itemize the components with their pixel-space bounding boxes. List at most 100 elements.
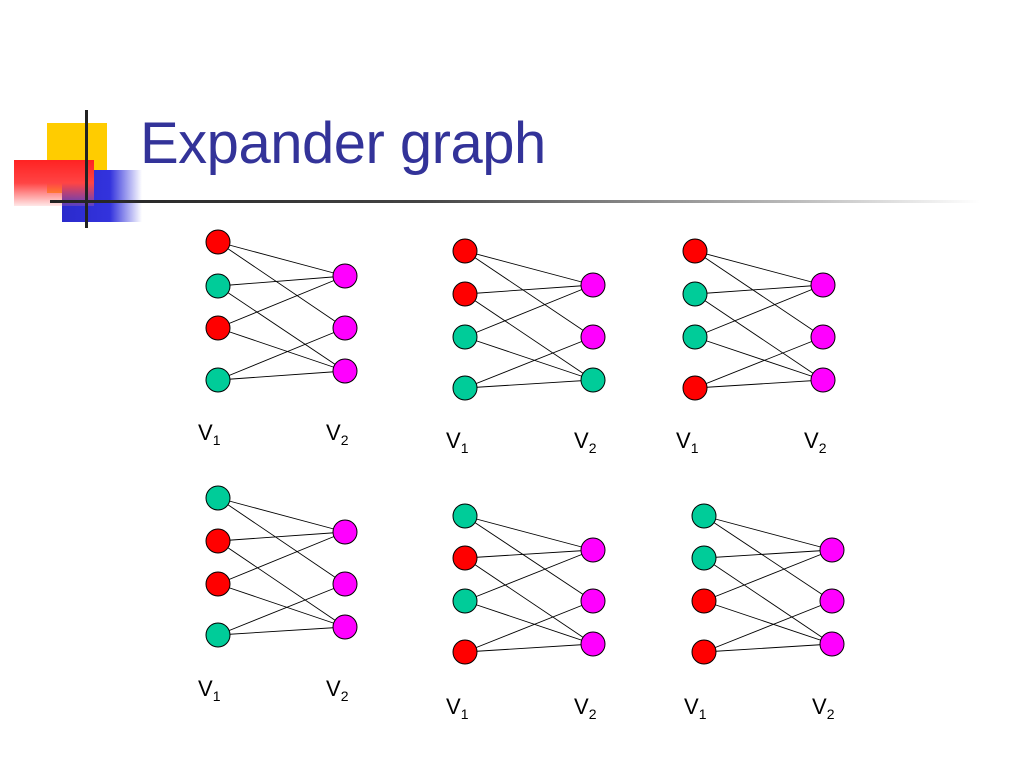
right-vertex-magenta <box>332 614 358 640</box>
left-vertex-green <box>205 485 231 511</box>
graph-edge <box>217 497 346 533</box>
left-set-subscript: 1 <box>460 440 469 456</box>
graph-edge <box>464 284 594 295</box>
graph-edge <box>464 250 594 338</box>
left-vertex-green <box>205 273 231 299</box>
bipartite-graph-4 <box>205 485 358 648</box>
graph-edge <box>464 515 594 602</box>
graph-edge <box>217 327 346 381</box>
decor-red-square <box>14 160 94 206</box>
right-set-label: V2 <box>574 428 596 456</box>
bipartite-graph-3 <box>682 238 836 401</box>
right-set-subscript: 2 <box>340 432 349 448</box>
graph-edge <box>703 643 833 653</box>
graph-edge <box>217 531 346 585</box>
graph-edge <box>217 370 346 381</box>
graph-edge <box>703 557 833 645</box>
right-set-subscript: 2 <box>588 706 597 722</box>
left-set-letter: V <box>446 428 461 453</box>
right-set-letter: V <box>812 694 827 719</box>
right-vertex-magenta <box>810 272 836 298</box>
right-set-subscript: 2 <box>340 688 349 704</box>
left-set-label: V1 <box>198 676 220 704</box>
left-set-letter: V <box>198 676 213 701</box>
left-vertex-red <box>205 229 231 255</box>
right-vertex-magenta <box>332 263 358 289</box>
right-set-label: V2 <box>326 420 348 448</box>
graph-edge <box>217 583 346 628</box>
graph-edge <box>464 549 594 602</box>
right-set-subscript: 2 <box>818 440 827 456</box>
right-vertex-magenta <box>580 588 606 614</box>
left-set-subscript: 1 <box>690 440 699 456</box>
graph-edge <box>703 549 833 559</box>
graph-edge <box>694 379 824 389</box>
left-set-letter: V <box>446 694 461 719</box>
bipartite-graph-5 <box>452 503 606 665</box>
left-vertex-red <box>452 639 478 665</box>
graph-edge <box>464 336 594 389</box>
right-vertex-magenta <box>580 537 606 563</box>
right-set-label: V2 <box>804 428 826 456</box>
graph-edge <box>703 515 833 551</box>
graph-edge <box>703 600 833 645</box>
page-title: Expander graph <box>140 111 546 176</box>
graph-edge <box>694 336 824 381</box>
graph-edge <box>217 275 346 287</box>
left-set-letter: V <box>676 428 691 453</box>
graph-edge <box>694 250 824 338</box>
left-vertex-green <box>205 622 231 648</box>
left-set-label: V1 <box>676 428 698 456</box>
right-vertex-magenta <box>580 631 606 657</box>
right-set-label: V2 <box>574 694 596 722</box>
right-set-label: V2 <box>812 694 834 722</box>
graph-edge <box>694 336 824 389</box>
left-vertex-green <box>682 324 708 350</box>
left-set-subscript: 1 <box>460 706 469 722</box>
right-set-letter: V <box>574 694 589 719</box>
bipartite-graph-2 <box>452 238 606 401</box>
left-vertex-red <box>452 238 478 264</box>
right-set-subscript: 2 <box>826 706 835 722</box>
graph-edge <box>694 293 824 381</box>
graph-edge <box>703 549 833 602</box>
right-vertex-magenta <box>819 537 845 563</box>
right-vertex-magenta <box>332 315 358 341</box>
right-vertex-magenta <box>332 571 358 597</box>
left-set-letter: V <box>684 694 699 719</box>
graph-edge <box>217 540 346 628</box>
graph-edge <box>464 549 594 559</box>
left-set-letter: V <box>198 420 213 445</box>
left-set-label: V1 <box>198 420 220 448</box>
graph-edge <box>464 600 594 645</box>
left-vertex-red <box>682 375 708 401</box>
graph-edge <box>703 600 833 653</box>
graph-edge <box>217 241 346 329</box>
left-vertex-green <box>682 281 708 307</box>
decor-vertical-line <box>85 110 88 228</box>
right-set-letter: V <box>326 676 341 701</box>
right-set-letter: V <box>326 420 341 445</box>
left-vertex-green <box>691 545 717 571</box>
graph-edge <box>464 515 594 551</box>
graph-edge <box>217 583 346 636</box>
right-vertex-magenta <box>580 324 606 350</box>
graph-edge <box>464 379 594 389</box>
right-vertex-magenta <box>580 272 606 298</box>
left-set-label: V1 <box>446 694 468 722</box>
graph-edge <box>217 626 346 636</box>
graph-edge <box>694 250 824 286</box>
right-set-letter: V <box>804 428 819 453</box>
bipartite-graph-6 <box>691 503 845 665</box>
graph-edge <box>217 285 346 372</box>
graph-edge <box>464 557 594 645</box>
graph-edge <box>217 531 346 542</box>
left-vertex-red <box>691 588 717 614</box>
right-vertex-magenta <box>332 519 358 545</box>
graph-edge <box>217 497 346 585</box>
right-vertex-magenta <box>810 367 836 393</box>
left-set-subscript: 1 <box>212 432 221 448</box>
graph-edge <box>464 600 594 653</box>
right-set-label: V2 <box>326 676 348 704</box>
graph-edge <box>464 250 594 286</box>
